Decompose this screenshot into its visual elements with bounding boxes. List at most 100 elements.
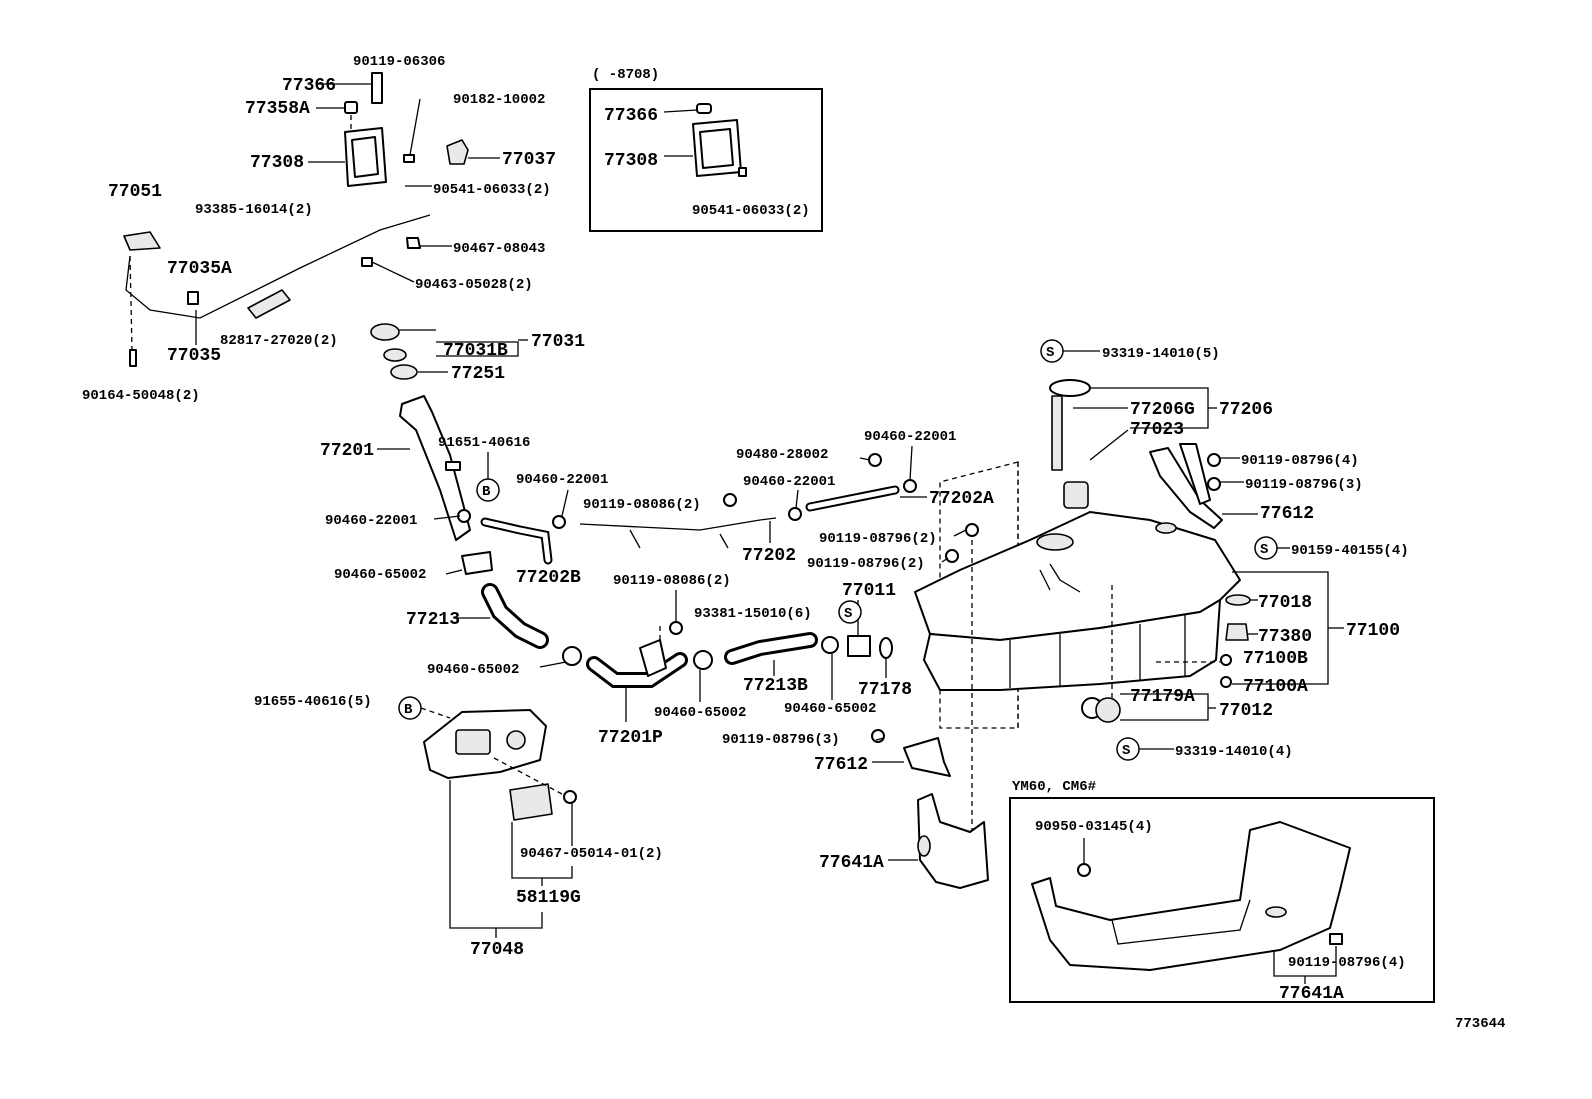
bolt-90119-08796-inset [1329, 933, 1343, 945]
opener-lever-part [123, 231, 161, 251]
part-label-l32: 90460-22001 [743, 474, 835, 490]
tank-filler-opening [1155, 522, 1177, 534]
inset-protector-77641a [1031, 821, 1351, 971]
part-label-l51: 77100B [1243, 649, 1308, 669]
clip-90467-05014 [563, 790, 577, 804]
bracket-77031 [436, 341, 519, 357]
part-label-l69: 77048 [470, 940, 524, 960]
part-label-l27: 77201 [320, 441, 374, 461]
part-label-l48: 77213 [406, 610, 460, 630]
part-label-l71: 77641A [1279, 984, 1344, 1004]
tube-77011 [847, 635, 871, 657]
part-label-l42: 90460-65002 [334, 567, 426, 583]
part-label-l52: 90460-65002 [427, 662, 519, 678]
bracket-77012 [1120, 693, 1209, 721]
grommet-90480 [868, 453, 882, 467]
sender-tube-part [1051, 395, 1063, 471]
neck-grommet-part [390, 364, 418, 380]
part-label-l04: 90182-10002 [453, 92, 545, 108]
part-label-l50: 77380 [1258, 627, 1312, 647]
part-label-l12: 90463-05028(2) [415, 277, 533, 293]
part-label-l26: 91651-40616 [438, 435, 530, 451]
gasket-77178 [879, 637, 893, 659]
bolt-90119-08796-3 [1207, 477, 1221, 491]
part-label-l58: 77012 [1219, 701, 1273, 721]
s-symbol-93381-text: S [844, 606, 852, 622]
leader-90463 [371, 261, 415, 283]
part-label-l54: 77178 [858, 680, 912, 700]
filler-cap-part [370, 323, 400, 341]
part-label-l37: 90460-22001 [325, 513, 417, 529]
part-label-l40: 77202 [742, 546, 796, 566]
leader-90480 [859, 457, 871, 461]
bolt-90119-08796-2b [945, 549, 959, 563]
part-label-l45: 77011 [842, 581, 896, 601]
part-label-l62: 90119-08796(3) [722, 732, 840, 748]
part-label-l47: 93381-15010(6) [694, 606, 812, 622]
part-label-l21: 90541-06033(2) [692, 203, 810, 219]
leader-90460-mid2 [795, 489, 799, 509]
part-label-l29: 90460-22001 [864, 429, 956, 445]
s-symbol-90159-text: S [1260, 542, 1268, 558]
part-label-l02: 77366 [282, 76, 336, 96]
bolt-90119-08796-4 [1207, 453, 1221, 467]
part-label-l55: 77100A [1243, 677, 1308, 697]
part-label-l09: 93385-16014(2) [195, 202, 313, 218]
clamp-far-right [903, 479, 917, 493]
screw-part-90164 [129, 349, 137, 367]
b-symbol-91655-text: B [404, 702, 413, 718]
part-label-l34: 77202A [929, 489, 994, 509]
tank-bracket-right-group [1149, 443, 1258, 529]
tank-protector-group [872, 523, 989, 889]
clip-part-90467 [406, 237, 421, 249]
bolt-90119-lower [871, 729, 885, 743]
breather-hoses-group [433, 445, 927, 575]
part-label-l07: 90541-06033(2) [433, 182, 551, 198]
part-number-labels: 90119-06306 77366 77358A 90182-10002 77308 77… [82, 54, 1505, 1032]
part-label-l64: 77612 [814, 755, 868, 775]
part-label-l25: 77023 [1130, 420, 1184, 440]
pipe-77202 [579, 517, 777, 549]
part-label-l03: 77358A [245, 99, 310, 119]
part-label-l05: 77308 [250, 153, 304, 173]
filler-neck-group: B [370, 323, 528, 541]
inset-ym60-cm6: YM60, CM6# [1009, 779, 1435, 1003]
fuel-lid-box-group: B [398, 696, 577, 938]
pipe-bracket-77201p [639, 639, 667, 677]
part-label-l46: 77018 [1258, 593, 1312, 613]
part-label-l67: 77641A [819, 853, 884, 873]
part-label-l01: 90119-06306 [353, 54, 445, 70]
inset-ym60-title: YM60, CM6# [1012, 779, 1096, 795]
part-label-l19: 77366 [604, 106, 658, 126]
clamp-upper-left [552, 515, 566, 529]
part-label-l30: 90119-08796(4) [1241, 453, 1359, 469]
tank-sender-opening [1036, 533, 1074, 551]
bolt-90950-03145 [1077, 863, 1091, 877]
part-label-l59: 90460-65002 [654, 705, 746, 721]
inset-spring-part [696, 103, 712, 114]
leader-90460-65002 [445, 569, 463, 575]
part-label-l72: 773644 [1455, 1016, 1505, 1032]
part-label-l24: 77206 [1219, 400, 1273, 420]
washer-77100b [1220, 654, 1232, 666]
leader-90460-left [433, 515, 461, 520]
part-label-l43: 77202B [516, 568, 581, 588]
cap-gasket-part [383, 348, 407, 362]
leader-90460-mid-65002 [539, 661, 567, 668]
part-label-l33: 90119-08796(3) [1245, 477, 1363, 493]
part-label-l11: 77035A [167, 259, 232, 279]
clamp-65002-right [693, 650, 713, 670]
clamp-upper-right [788, 507, 802, 521]
cable-protector-part [247, 289, 291, 319]
part-label-l63: 93319-14010(4) [1175, 744, 1293, 760]
part-label-l53: 77213B [743, 676, 808, 696]
leader-90182 [409, 98, 421, 156]
leader-08796-3-lower [875, 737, 885, 741]
bracket-77612-upper [1149, 447, 1223, 529]
leader-90460-right [909, 445, 913, 481]
clip-part-90463 [361, 257, 373, 267]
s-symbol-93381 [838, 600, 862, 624]
part-label-l41: 90119-08796(2) [807, 556, 925, 572]
sender-gauge-group: S [1040, 339, 1217, 509]
